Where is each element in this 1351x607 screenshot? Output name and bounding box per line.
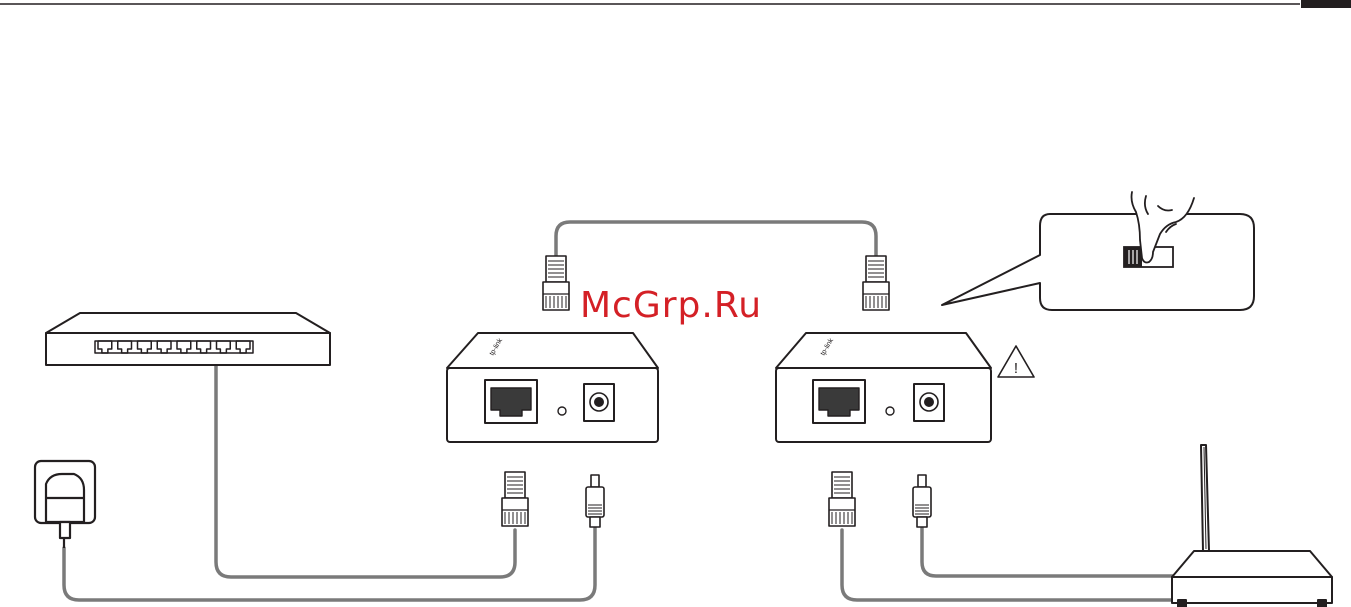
watermark-text: McGrp.Ru [580,285,762,326]
ethernet-cable-injector-to-splitter [556,222,876,256]
rj45-plug-injector-bottom [502,472,528,526]
switch-callout [942,192,1254,310]
dc-plug-injector [586,475,604,527]
power-adapter-icon [35,461,95,548]
header-rule [0,0,1351,8]
warning-triangle-icon: ! [998,346,1034,377]
rj45-plug-splitter-bottom [829,472,855,526]
dc-plug-splitter [913,475,931,527]
rj45-plug-right-top [863,256,889,310]
network-switch-icon [46,313,330,365]
injector-led [558,407,566,415]
ethernet-cable-splitter-to-router [842,530,1180,600]
rj45-plug-left-top [543,256,569,310]
splitter-led [886,407,894,415]
warning-symbol: ! [1014,360,1018,377]
wireless-router-icon [1172,445,1332,607]
power-cable-splitter-to-router [922,528,1176,576]
poe-splitter-icon [776,333,991,442]
poe-injector-icon [447,333,658,442]
